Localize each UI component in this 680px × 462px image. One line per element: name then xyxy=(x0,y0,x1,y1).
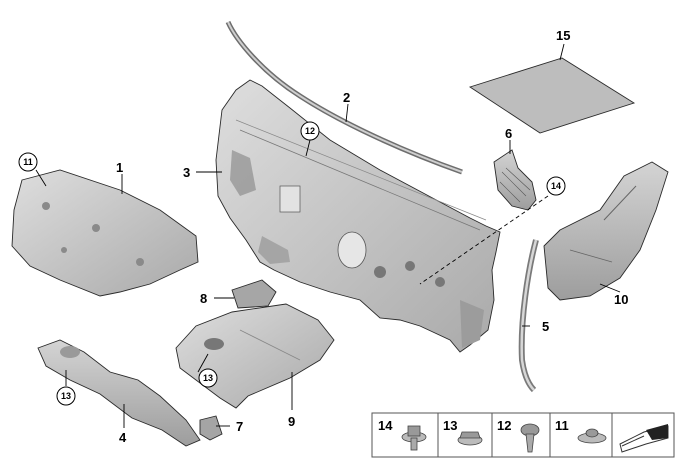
legend-11: 11 xyxy=(555,418,569,433)
circled-14-mid: 14 xyxy=(546,176,566,196)
nut-icon xyxy=(457,431,483,446)
circled-13-left-text: 13 xyxy=(61,391,71,401)
part-3-bulkhead xyxy=(215,79,501,353)
circled-12-top: 12 xyxy=(300,121,320,141)
circled-11-text: 11 xyxy=(23,157,33,167)
circled-12-text: 12 xyxy=(305,126,315,136)
label-part-4: 4 xyxy=(119,430,127,445)
label-part-5: 5 xyxy=(542,319,549,334)
label-part-2: 2 xyxy=(343,90,350,105)
part-arrow-icon xyxy=(619,424,669,453)
legend-13: 13 xyxy=(443,418,457,433)
leader-lines xyxy=(35,43,621,428)
label-part-3: 3 xyxy=(183,165,190,180)
part-10-panel xyxy=(543,161,669,301)
part-8-pad xyxy=(231,279,277,309)
legend-14: 14 xyxy=(378,418,393,433)
part-6-bracket xyxy=(493,149,537,211)
part-7-clip xyxy=(199,415,223,441)
screw-icon xyxy=(401,425,427,451)
circled-14-mid-text: 14 xyxy=(551,181,561,191)
label-part-10: 10 xyxy=(614,292,628,307)
fastener-legend: 14 13 12 11 xyxy=(371,412,675,458)
part-2-seal xyxy=(225,20,463,175)
label-part-6: 6 xyxy=(505,126,512,141)
legend-12: 12 xyxy=(497,418,511,433)
label-part-15: 15 xyxy=(556,28,570,43)
label-part-7: 7 xyxy=(236,419,243,434)
part-1-panel xyxy=(11,169,199,297)
clip-icon xyxy=(577,428,607,444)
part-9-tunnel xyxy=(175,303,335,409)
part-4-strip xyxy=(37,339,201,447)
circled-13-mid-text: 13 xyxy=(203,373,213,383)
circled-11-top: 11 xyxy=(18,152,38,172)
circled-13-left: 13 xyxy=(56,386,76,406)
label-part-9: 9 xyxy=(288,414,295,429)
push-rivet-icon xyxy=(520,423,540,453)
circled-13-mid: 13 xyxy=(198,368,218,388)
label-part-1: 1 xyxy=(116,160,123,175)
part-15-mat xyxy=(468,57,636,134)
part-5-strip xyxy=(518,239,539,393)
label-part-8: 8 xyxy=(200,291,207,306)
